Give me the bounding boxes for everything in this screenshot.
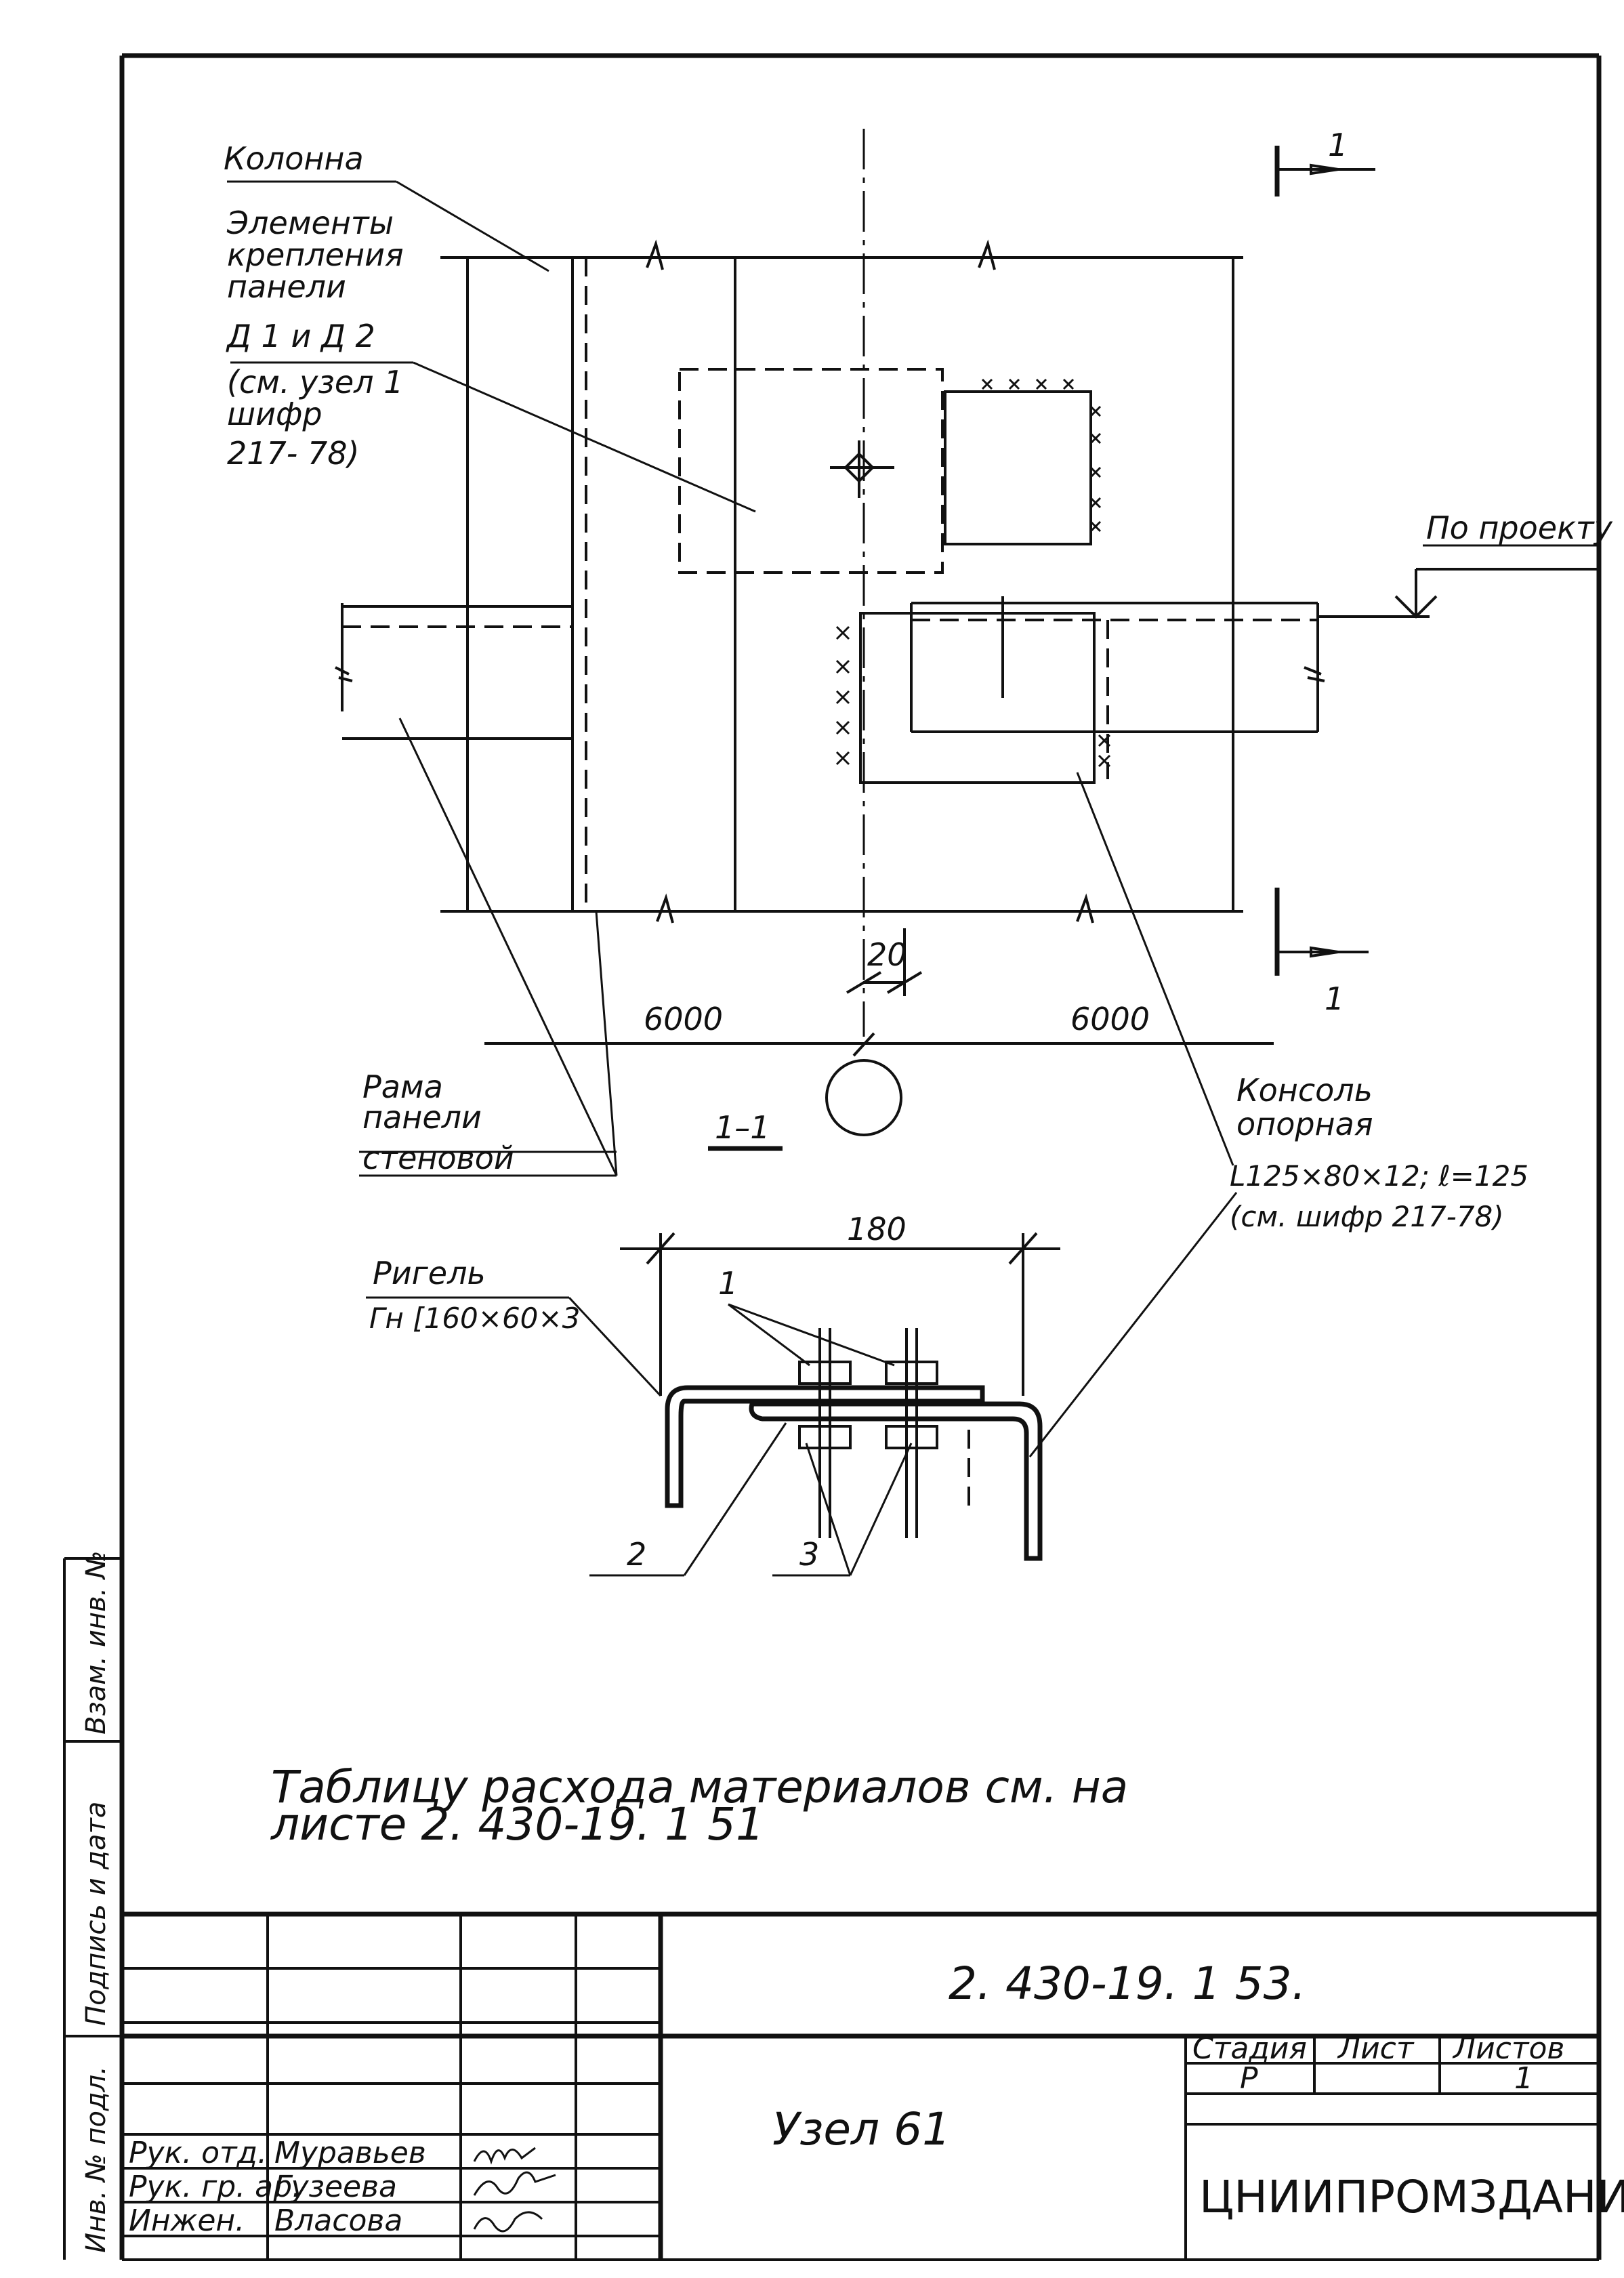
signature-2 bbox=[473, 2171, 556, 2196]
label-panel-fix-2: крепления bbox=[227, 236, 404, 273]
materials-note: Таблицу расхода материалов см. на листе … bbox=[270, 1761, 1128, 1850]
label-frame-1: Рама bbox=[362, 1069, 443, 1105]
side-stamp-replace-inv: Взам. инв. № bbox=[81, 1550, 112, 1735]
dim-20: 20 bbox=[867, 936, 907, 973]
label-frame-2: панели bbox=[362, 1099, 482, 1136]
dim-left-6000: 6000 bbox=[644, 1001, 723, 1037]
dim-right-6000: 6000 bbox=[1070, 1001, 1150, 1037]
drawing-name: Узел 61 bbox=[772, 2103, 951, 2155]
side-stamp-sign-date: Подпись и дата bbox=[81, 1802, 112, 2026]
label-column: Колонна bbox=[224, 140, 364, 177]
name-3: Власова bbox=[274, 2203, 402, 2238]
stage-value: Р bbox=[1240, 2061, 1258, 2096]
side-stamp: Взам. инв. № Подпись и дата Инв. № подл. bbox=[63, 1550, 122, 2260]
section-mark-bottom-label: 1 bbox=[1325, 980, 1344, 1017]
label-panel-fix-3: панели bbox=[227, 268, 346, 305]
position-2: 2 bbox=[627, 1536, 646, 1573]
note-line-1: Таблицу расхода материалов см. на bbox=[271, 1761, 1128, 1813]
side-stamp-inv-orig: Инв. № подл. bbox=[81, 2066, 112, 2253]
sheet-header: Лист bbox=[1337, 2031, 1415, 2066]
position-1: 1 bbox=[718, 1265, 738, 1302]
bolt-right bbox=[885, 1328, 938, 1538]
note-line-2: листе 2. 430-19. 1 51 bbox=[270, 1798, 764, 1850]
section-title: 1–1 bbox=[715, 1109, 770, 1146]
document-code: 2. 430-19. 1 53. bbox=[949, 1958, 1306, 2010]
name-1: Муравьев bbox=[274, 2136, 426, 2170]
section-mark-top: 1 bbox=[1274, 127, 1375, 196]
section-mark-top-label: 1 bbox=[1328, 127, 1348, 163]
role-1: Рук. отд. bbox=[129, 2136, 267, 2170]
label-console-1: Консоль bbox=[1236, 1072, 1373, 1109]
leaders bbox=[227, 180, 1599, 1457]
stage-header: Стадия bbox=[1192, 2031, 1307, 2066]
label-console-3: L125×80×12; ℓ=125 bbox=[1230, 1159, 1528, 1193]
label-panel-fix-1: Элементы bbox=[226, 205, 394, 241]
dim-180: 180 bbox=[847, 1211, 907, 1247]
label-panel-fix-5: (см. узел 1 bbox=[227, 364, 403, 400]
name-2: Гузеева bbox=[274, 2170, 397, 2204]
section-1-1 bbox=[589, 1146, 1060, 1577]
section-mark-bottom: 1 bbox=[1274, 888, 1369, 1017]
organization: ЦНИИПРОМЗДАНИЙ bbox=[1199, 2170, 1624, 2223]
label-panel-fix-7: 217- 78) bbox=[227, 435, 360, 472]
sheets-value: 1 bbox=[1514, 2061, 1533, 2096]
label-console-2: опорная bbox=[1236, 1106, 1373, 1142]
label-by-project: По проекту bbox=[1426, 510, 1613, 546]
bolt-left bbox=[798, 1328, 852, 1538]
title-block: 2. 430-19. 1 53. Узел 61 Стадия Лист Лис… bbox=[122, 1911, 1624, 2260]
sheets-header: Листов bbox=[1452, 2031, 1564, 2066]
label-rigel-1: Ригель bbox=[373, 1255, 486, 1291]
label-console-4: (см. шифр 217-78) bbox=[1230, 1200, 1504, 1233]
drawing-labels: Колонна Элементы крепления панели Д 1 и … bbox=[224, 140, 1613, 1573]
position-3: 3 bbox=[799, 1536, 819, 1573]
role-3: Инжен. bbox=[129, 2203, 245, 2238]
label-panel-fix-6: шифр bbox=[227, 396, 322, 432]
signature-3 bbox=[473, 2211, 543, 2233]
label-panel-fix-4: Д 1 и Д 2 bbox=[226, 318, 375, 354]
label-frame-3: стеновой bbox=[362, 1140, 514, 1176]
label-rigel-2: Гн [160×60×3 bbox=[369, 1302, 580, 1335]
role-2: Рук. гр. ар. bbox=[129, 2170, 301, 2204]
signature-1 bbox=[473, 2147, 536, 2165]
elevation-view bbox=[335, 129, 1599, 1136]
sheet-frame bbox=[119, 53, 1602, 2261]
